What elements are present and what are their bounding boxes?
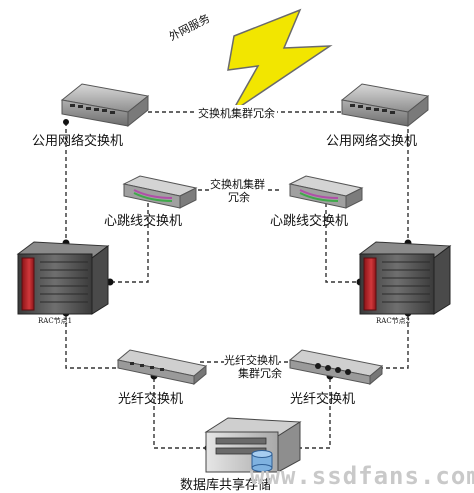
database-icon — [251, 450, 273, 472]
public-switch-cluster-label: 交换机集群冗余 — [196, 105, 277, 121]
fiber-switch-left-label: 光纤交换机 — [118, 392, 184, 407]
fiber-switch-left-icon — [116, 349, 208, 386]
link-heartbeat-right-to-node2 — [325, 196, 360, 283]
connection-dots — [62, 119, 412, 452]
link-node1-to-fiber — [65, 316, 124, 369]
fiber-cluster-label-line2: 集群冗余 — [238, 365, 282, 381]
rac-node2-server-icon — [358, 241, 452, 315]
heartbeat-switch-left-icon — [122, 175, 198, 209]
heartbeat-cluster-label-line1: 交换机集群 — [210, 176, 265, 192]
lightning-icon — [227, 8, 333, 113]
public-switch-left-label: 公用网络交换机 — [32, 134, 124, 149]
watermark-text: www.ssdfans.com — [250, 462, 474, 490]
link-fiber-left-to-storage — [153, 378, 208, 449]
heartbeat-switch-left-label: 心跳线交换机 — [104, 214, 183, 229]
heartbeat-switch-right-icon — [288, 175, 364, 209]
heartbeat-switch-right-label: 心跳线交换机 — [270, 214, 349, 229]
rac-node2-label: RAC节点2 — [376, 317, 411, 325]
rac-node1-server-icon — [16, 241, 110, 315]
public-switch-right-label: 公用网络交换机 — [326, 134, 418, 149]
link-heartbeat-left-to-node1 — [110, 196, 149, 283]
shared-storage-icon — [204, 417, 302, 473]
heartbeat-cluster-label-line2: 冗余 — [228, 189, 250, 205]
public-switch-left-icon — [60, 83, 150, 128]
fiber-cluster-label-line1: 光纤交换机 — [224, 352, 279, 368]
fiber-switch-right-label: 光纤交换机 — [290, 392, 356, 407]
fiber-switch-right-icon — [288, 349, 384, 386]
rac-node1-label: RAC节点1 — [38, 317, 73, 325]
shared-storage-label: 数据库共享存储 — [180, 478, 272, 493]
public-switch-right-icon — [340, 83, 430, 128]
link-fiber-right-to-storage — [292, 378, 331, 449]
